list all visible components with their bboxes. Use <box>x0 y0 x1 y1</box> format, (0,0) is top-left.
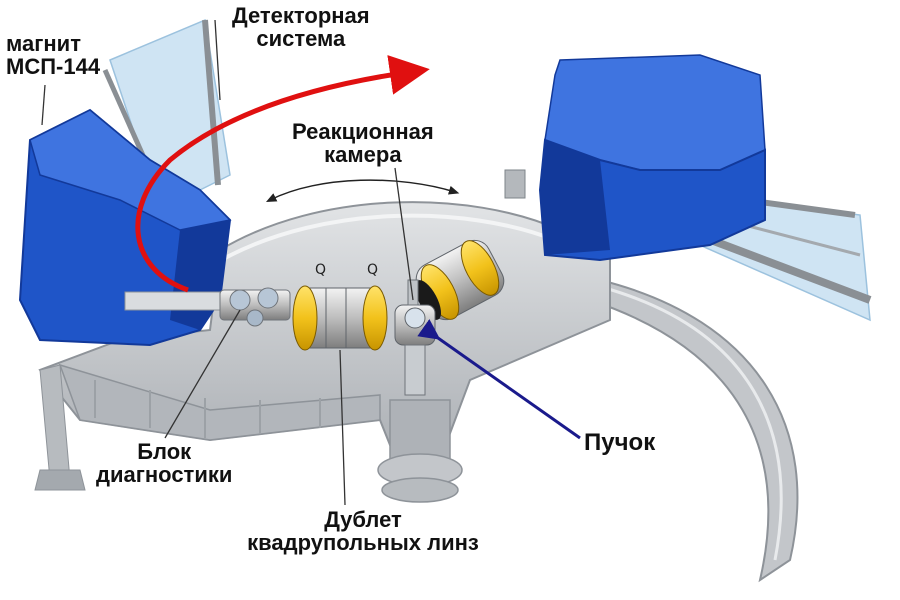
red-trajectory-arrow <box>135 55 430 293</box>
detector-label-line2: система <box>256 26 346 52</box>
diagnostics-block <box>219 287 291 327</box>
rotation-arrow <box>265 179 460 203</box>
beam-arrow <box>417 319 581 440</box>
chamber-label: Реакционная камера <box>292 120 434 166</box>
doublet-label: Дублет квадрупольных линз <box>208 508 518 554</box>
beam-label: Пучок <box>584 429 656 456</box>
leader-lines <box>41 19 414 506</box>
magnet-label-line1: магнит <box>6 31 81 56</box>
doublet-label-line1: Дублет <box>324 507 402 532</box>
chamber-label-line1: Реакционная <box>292 119 434 144</box>
quad-q2-label: Q <box>367 262 379 278</box>
diagnostics-label-line2: диагностики <box>96 462 233 488</box>
detector-label: Детекторная система <box>232 4 370 50</box>
detector-label-line1: Детекторная <box>232 3 370 28</box>
quad-q1-label: Q <box>315 262 327 278</box>
ring-rail <box>588 278 799 583</box>
chamber-label-line2: камера <box>324 142 402 168</box>
quadrupole-second <box>414 239 505 321</box>
diagnostics-label-line1: Блок <box>137 439 192 464</box>
magnet-label-line2: МСП-144 <box>6 54 101 80</box>
doublet-label-line2: квадрупольных линз <box>247 530 479 556</box>
magnet-label: магнит МСП-144 <box>6 32 100 78</box>
diagnostics-label: Блок диагностики <box>96 440 232 486</box>
magnet-right <box>504 54 766 262</box>
quadrupole-doublet <box>292 285 388 351</box>
